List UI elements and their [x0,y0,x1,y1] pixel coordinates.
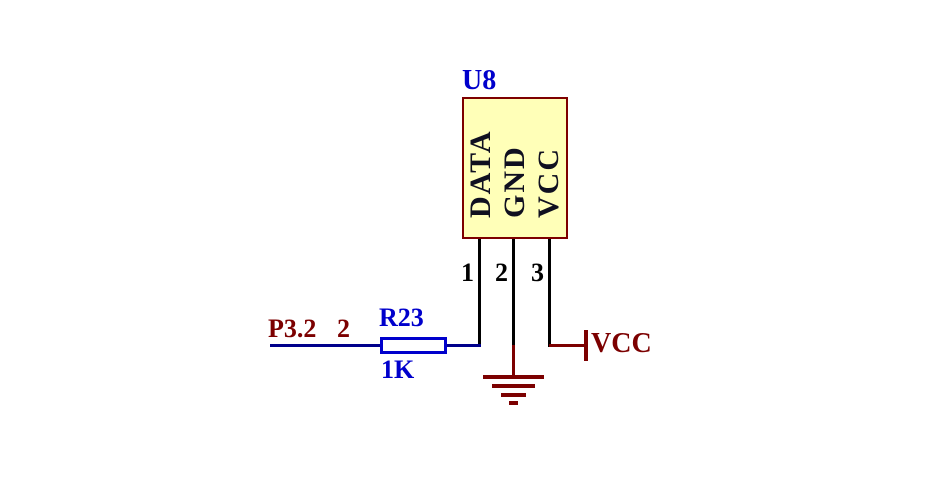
wire-net-to-resistor [270,344,380,347]
pin-name-vcc: VCC [532,147,565,218]
pin-name-gnd: GND [498,145,531,218]
pin-number-1: 1 [461,258,474,287]
component-body [462,97,568,239]
component-designator: U8 [462,65,497,96]
net-label: P3.2 [268,314,317,343]
pin-name-data: DATA [464,129,497,218]
gnd-stem [512,345,515,376]
gnd-bar-3 [501,393,526,397]
resistor-value: 1K [381,355,415,384]
net-pin-number: 2 [337,314,350,343]
resistor-designator: R23 [379,303,424,332]
resistor-body [380,337,447,354]
vcc-label: VCC [591,328,652,359]
gnd-bar-2 [492,384,535,388]
pin-number-2: 2 [495,258,508,287]
pin-line-3 [548,239,551,347]
wire-resistor-to-pin1 [447,344,481,347]
vcc-bar-icon [584,330,588,361]
vcc-wire [549,344,586,347]
pin-line-2 [512,239,515,347]
gnd-bar-1 [483,375,544,379]
pin-number-3: 3 [531,258,544,287]
pin-line-1 [478,239,481,347]
gnd-bar-4 [509,401,518,405]
